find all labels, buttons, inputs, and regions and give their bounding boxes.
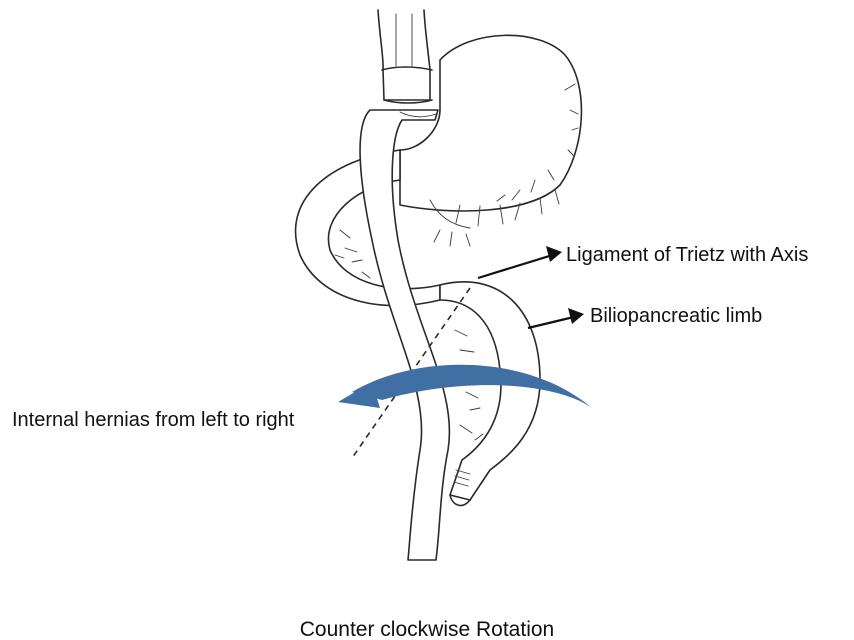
ligament-label: Ligament of Trietz with Axis — [566, 244, 808, 266]
biliopancreatic-pointer — [528, 308, 584, 328]
caption: Counter clockwise Rotation — [300, 618, 554, 640]
ligament-pointer — [478, 246, 562, 278]
hernias-label: Internal hernias from left to right — [12, 409, 295, 431]
rotation-arrow — [338, 365, 592, 408]
stomach — [400, 35, 581, 246]
biliopancreatic-loop — [440, 282, 540, 506]
biliopancreatic-label: Biliopancreatic limb — [590, 305, 762, 327]
esophagus — [378, 10, 432, 103]
